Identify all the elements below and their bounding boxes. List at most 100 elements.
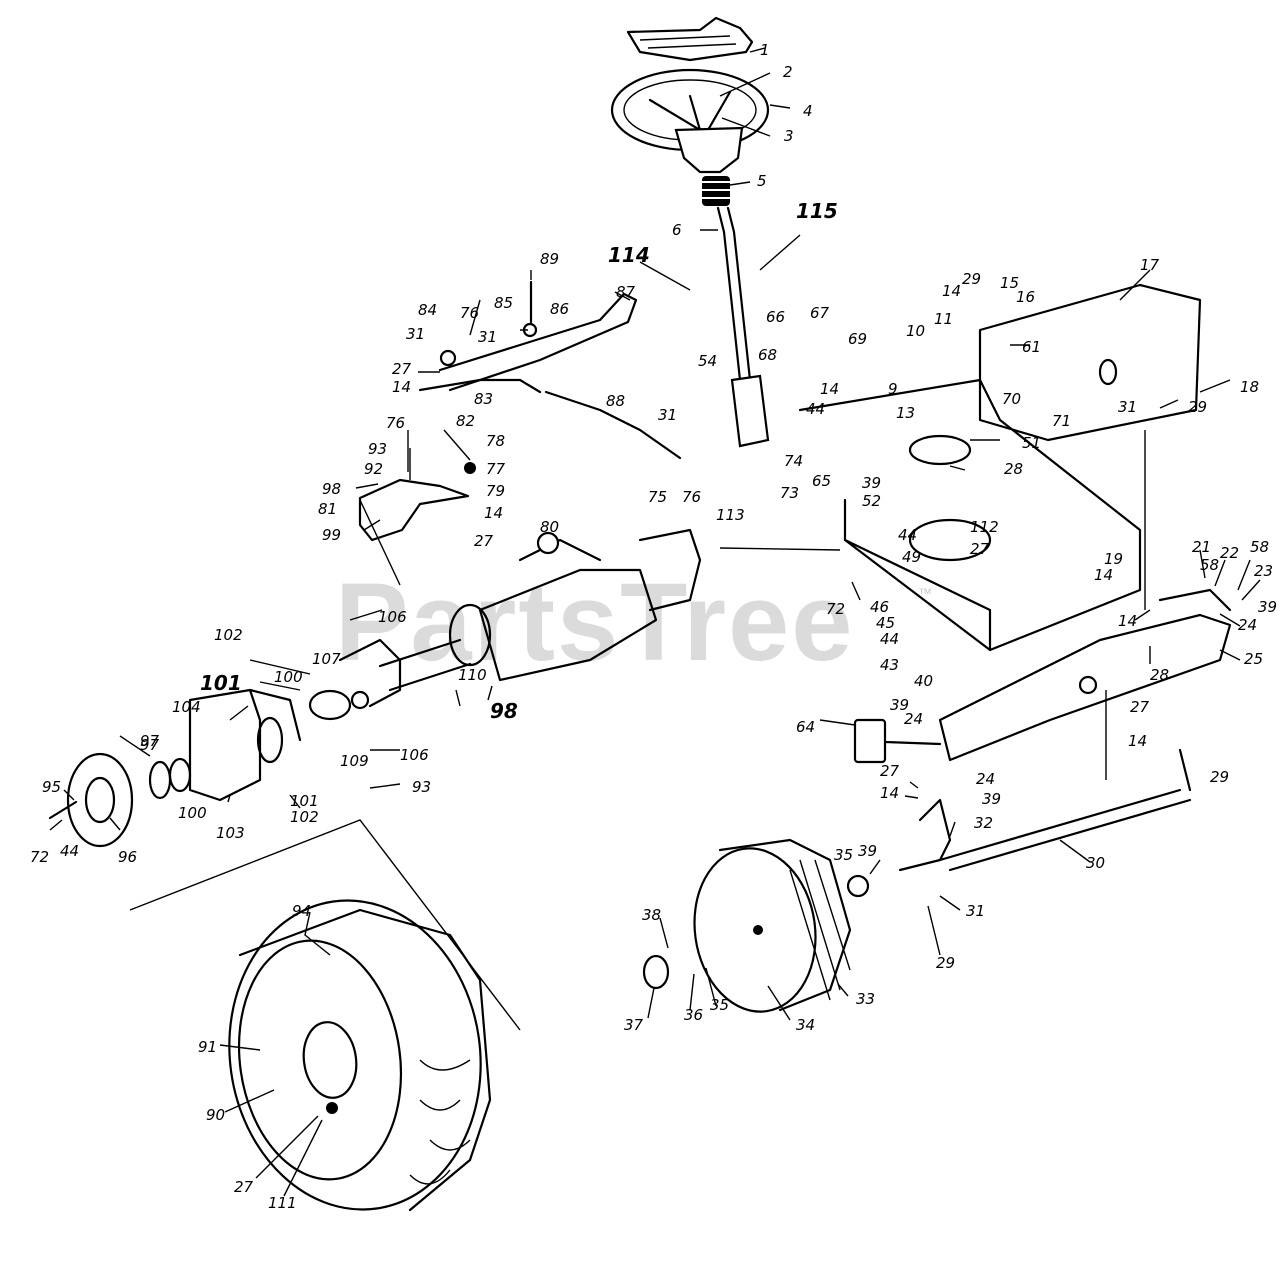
callout-label: 37 bbox=[624, 1016, 644, 1034]
callout-label: 110 bbox=[458, 666, 487, 684]
callout-label: 31 bbox=[1118, 398, 1137, 416]
callout-label: 22 bbox=[1220, 544, 1239, 562]
callout-label: 31 bbox=[406, 325, 425, 343]
callout-label: 79 bbox=[486, 482, 505, 500]
callout-label: 69 bbox=[848, 330, 867, 348]
callout-label: 94 bbox=[292, 902, 311, 920]
callout-label: 39 bbox=[982, 790, 1001, 808]
callout-label: 67 bbox=[810, 304, 830, 322]
callout-label: 80 bbox=[540, 518, 559, 536]
callout-label: 114 bbox=[608, 243, 650, 267]
callout-label: 88 bbox=[606, 392, 625, 410]
callout-label: 43 bbox=[880, 656, 899, 674]
watermark: PartsTree bbox=[335, 561, 854, 684]
callout-label: 115 bbox=[796, 199, 838, 223]
callout-label: 39 bbox=[862, 474, 881, 492]
callout-label: 96 bbox=[118, 848, 137, 866]
front-frame bbox=[798, 283, 1202, 652]
steering-wheel-cap bbox=[626, 16, 754, 62]
callout-label: 51 bbox=[1022, 434, 1041, 452]
callout-label: 33 bbox=[856, 990, 875, 1008]
callout-label: 28 bbox=[1004, 460, 1023, 478]
callout-label: 81 bbox=[318, 500, 337, 518]
rear-hub bbox=[48, 752, 192, 848]
callout-label: 24 bbox=[904, 710, 923, 728]
rear-tire bbox=[228, 899, 492, 1212]
steering-spring bbox=[702, 176, 730, 206]
callout-label: 27 bbox=[1130, 698, 1150, 716]
callout-label: 25 bbox=[1244, 650, 1263, 668]
callout-label: 28 bbox=[1150, 666, 1169, 684]
callout-label: 19 bbox=[1104, 550, 1123, 568]
callout-label: 34 bbox=[796, 1016, 815, 1034]
callout-label: 13 bbox=[896, 404, 915, 422]
callout-label: 75 bbox=[648, 488, 667, 506]
callout-label: 49 bbox=[902, 548, 921, 566]
callout-label: 104 bbox=[172, 698, 201, 716]
callout-label: 14 bbox=[1128, 732, 1147, 750]
callout-label: 89 bbox=[540, 250, 559, 268]
callout-label: 29 bbox=[1210, 768, 1229, 786]
callout-label: 98 bbox=[490, 699, 518, 723]
callout-label: 102 bbox=[214, 626, 243, 644]
callout-label: 31 bbox=[966, 902, 985, 920]
callout-label: 107 bbox=[312, 650, 341, 668]
callout-label: 61 bbox=[1022, 338, 1041, 356]
callout-label: 14 bbox=[880, 784, 899, 802]
callout-label: 112 bbox=[970, 518, 999, 536]
callout-label: 6 bbox=[672, 221, 682, 239]
lift-lever-assembly bbox=[418, 280, 682, 460]
callout-label: 39 bbox=[858, 842, 877, 860]
callout-label: 76 bbox=[682, 488, 701, 506]
transaxle bbox=[378, 528, 702, 692]
front-tire bbox=[693, 838, 852, 1013]
front-axle bbox=[938, 588, 1232, 762]
callout-label: 39 bbox=[890, 696, 909, 714]
callout-label: 111 bbox=[268, 1194, 297, 1212]
callout-label: 2 bbox=[783, 63, 793, 81]
callout-label: 27 bbox=[234, 1178, 254, 1196]
callout-label: 36 bbox=[684, 1006, 703, 1024]
callout-label: 18 bbox=[1240, 378, 1259, 396]
callout-label: 109 bbox=[340, 752, 369, 770]
callout-label: 27 bbox=[880, 762, 900, 780]
callout-label: 97 bbox=[140, 736, 160, 754]
callout-label: 86 bbox=[550, 300, 569, 318]
callout-label: 39 bbox=[1258, 598, 1277, 616]
callout-label: 113 bbox=[716, 506, 745, 524]
callout-label: 24 bbox=[1238, 616, 1257, 634]
callout-label: 44 bbox=[880, 630, 899, 648]
callout-label: 76 bbox=[460, 304, 479, 322]
callout-label: 73 bbox=[780, 484, 799, 502]
callout-label: 11 bbox=[934, 310, 953, 328]
watermark-trademark: ™ bbox=[918, 585, 932, 601]
callout-label: 65 bbox=[812, 472, 831, 490]
callout-label: 32 bbox=[974, 814, 993, 832]
callout-label: 85 bbox=[494, 294, 513, 312]
callout-label: 35 bbox=[834, 846, 853, 864]
callout-label: 17 bbox=[1140, 256, 1160, 274]
callout-label: 46 bbox=[870, 598, 889, 616]
callout-label: 99 bbox=[322, 526, 341, 544]
callout-label: 27 bbox=[474, 532, 494, 550]
callout-label: 31 bbox=[658, 406, 677, 424]
callout-label: 14 bbox=[1094, 566, 1113, 584]
callout-label: 29 bbox=[1188, 398, 1207, 416]
callout-label: 100 bbox=[178, 804, 207, 822]
callout-label: 72 bbox=[30, 848, 49, 866]
callout-label: 14 bbox=[942, 282, 961, 300]
callout-label: 44 bbox=[60, 842, 79, 860]
drag-link bbox=[938, 748, 1192, 872]
spindle bbox=[846, 798, 952, 898]
callout-label: 23 bbox=[1254, 562, 1273, 580]
callout-label: 76 bbox=[386, 414, 405, 432]
steering-shaft bbox=[716, 206, 770, 448]
callout-label: 40 bbox=[914, 672, 933, 690]
callout-label: 66 bbox=[766, 308, 785, 326]
callout-label: 87 bbox=[616, 283, 636, 301]
callout-label: 92 bbox=[364, 460, 383, 478]
callout-label: 77 bbox=[486, 460, 506, 478]
callout-label: 90 bbox=[206, 1106, 225, 1124]
callout-label: 38 bbox=[642, 906, 661, 924]
